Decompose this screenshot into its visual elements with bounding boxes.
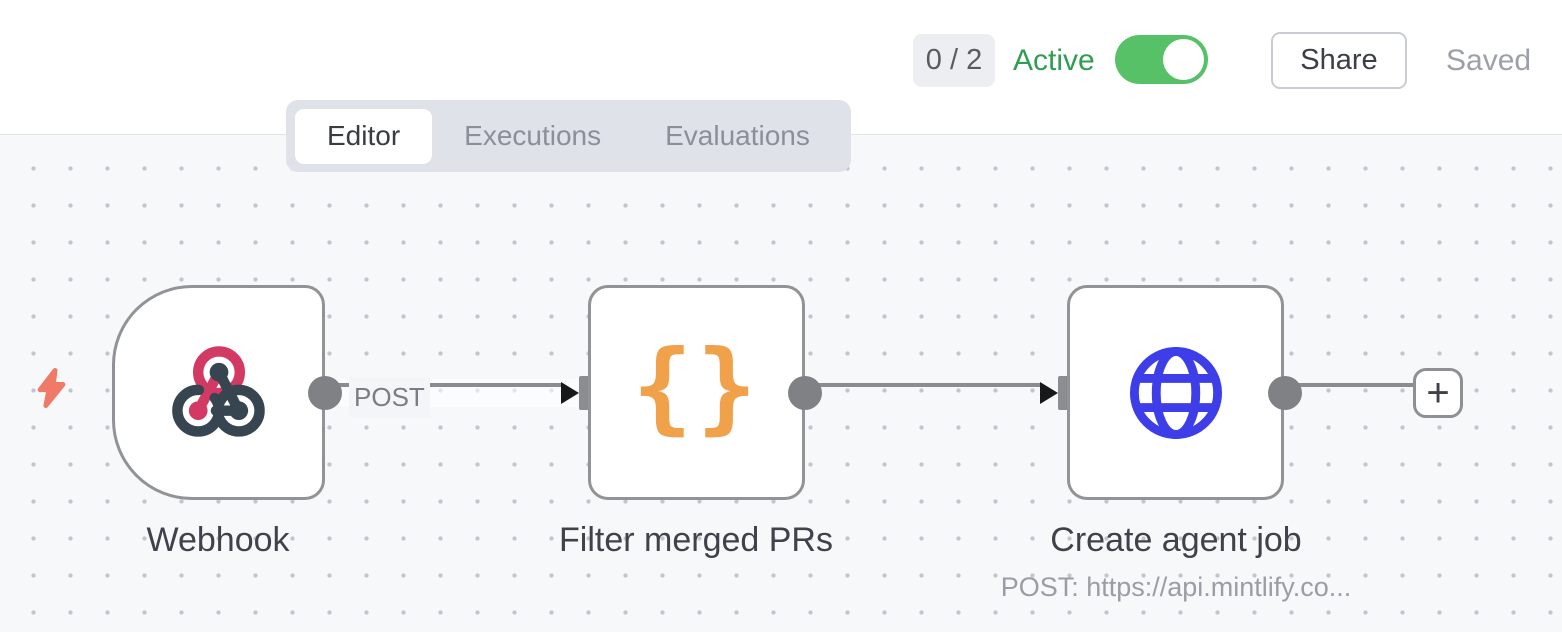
edge-arrowhead	[561, 382, 579, 404]
add-node-button[interactable]: +	[1413, 368, 1463, 418]
webhook-icon	[171, 345, 265, 437]
globe-icon	[1129, 346, 1222, 439]
webhook-output-endpoint[interactable]	[308, 376, 342, 410]
edge-webhook-to-filter[interactable]	[325, 383, 562, 387]
node-label-create: Create agent job	[1050, 521, 1302, 559]
header: 0 / 2 Active Share Saved	[0, 0, 1562, 135]
workflow-canvas[interactable]: POST Webhook {} Filter merged PRs	[0, 135, 1562, 632]
code-braces-icon: {}	[632, 327, 761, 445]
node-label-filter: Filter merged PRs	[559, 521, 833, 559]
view-tabs: Editor Executions Evaluations	[286, 100, 851, 172]
active-toggle[interactable]	[1115, 35, 1208, 84]
tab-executions[interactable]: Executions	[464, 120, 602, 151]
trigger-bolt-icon	[37, 367, 66, 409]
edge-arrowhead	[1040, 382, 1058, 404]
node-label-webhook: Webhook	[146, 521, 290, 559]
edge-create-to-add[interactable]	[1285, 383, 1415, 387]
share-button[interactable]: Share	[1271, 32, 1407, 89]
node-filter-merged-prs[interactable]: {}	[588, 285, 805, 500]
tab-evaluations[interactable]: Evaluations	[665, 120, 810, 151]
create-output-endpoint[interactable]	[1268, 376, 1302, 410]
filter-output-endpoint[interactable]	[788, 376, 822, 410]
edge-output-type-label: POST	[349, 377, 430, 417]
toggle-knob	[1163, 39, 1204, 80]
node-sublabel-create: POST: https://api.mintlify.co...	[1000, 572, 1352, 602]
node-create-agent-job[interactable]	[1067, 285, 1284, 500]
plus-icon: +	[1426, 370, 1450, 415]
edge-filter-to-create[interactable]	[805, 383, 1042, 387]
saved-status: Saved	[1446, 43, 1532, 77]
tab-editor[interactable]: Editor	[295, 108, 433, 164]
execution-counter-badge: 0 / 2	[913, 34, 995, 87]
node-webhook[interactable]	[112, 285, 325, 500]
active-label: Active	[1013, 43, 1095, 77]
